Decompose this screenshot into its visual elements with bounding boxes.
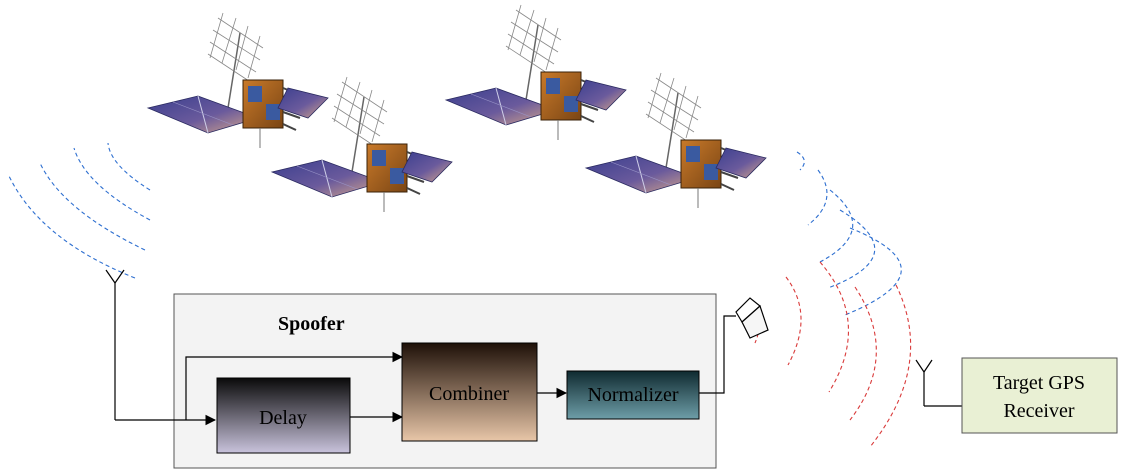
delay-label: Delay xyxy=(259,407,307,429)
target-label-line2: Receiver xyxy=(1003,400,1074,422)
delay-block xyxy=(216,377,351,454)
antenna-icon xyxy=(105,269,125,420)
normalizer-block xyxy=(566,370,700,420)
spoofed-signal-waves xyxy=(751,261,912,448)
normalizer-label: Normalizer xyxy=(587,384,678,406)
satellite-signal-waves-left xyxy=(8,142,151,279)
horn-antenna-icon xyxy=(735,297,769,339)
antenna-icon xyxy=(915,359,962,407)
spoofer-title: Spoofer xyxy=(278,313,345,335)
satellite-icon xyxy=(147,12,329,149)
combiner-block xyxy=(401,342,538,442)
target-gps-receiver-box xyxy=(961,357,1118,434)
satellite-icon xyxy=(445,4,627,141)
satellite-signal-waves-right xyxy=(796,151,902,316)
signal-path xyxy=(115,315,736,426)
combiner-label: Combiner xyxy=(429,383,509,405)
target-label-line1: Target GPS xyxy=(993,372,1085,394)
